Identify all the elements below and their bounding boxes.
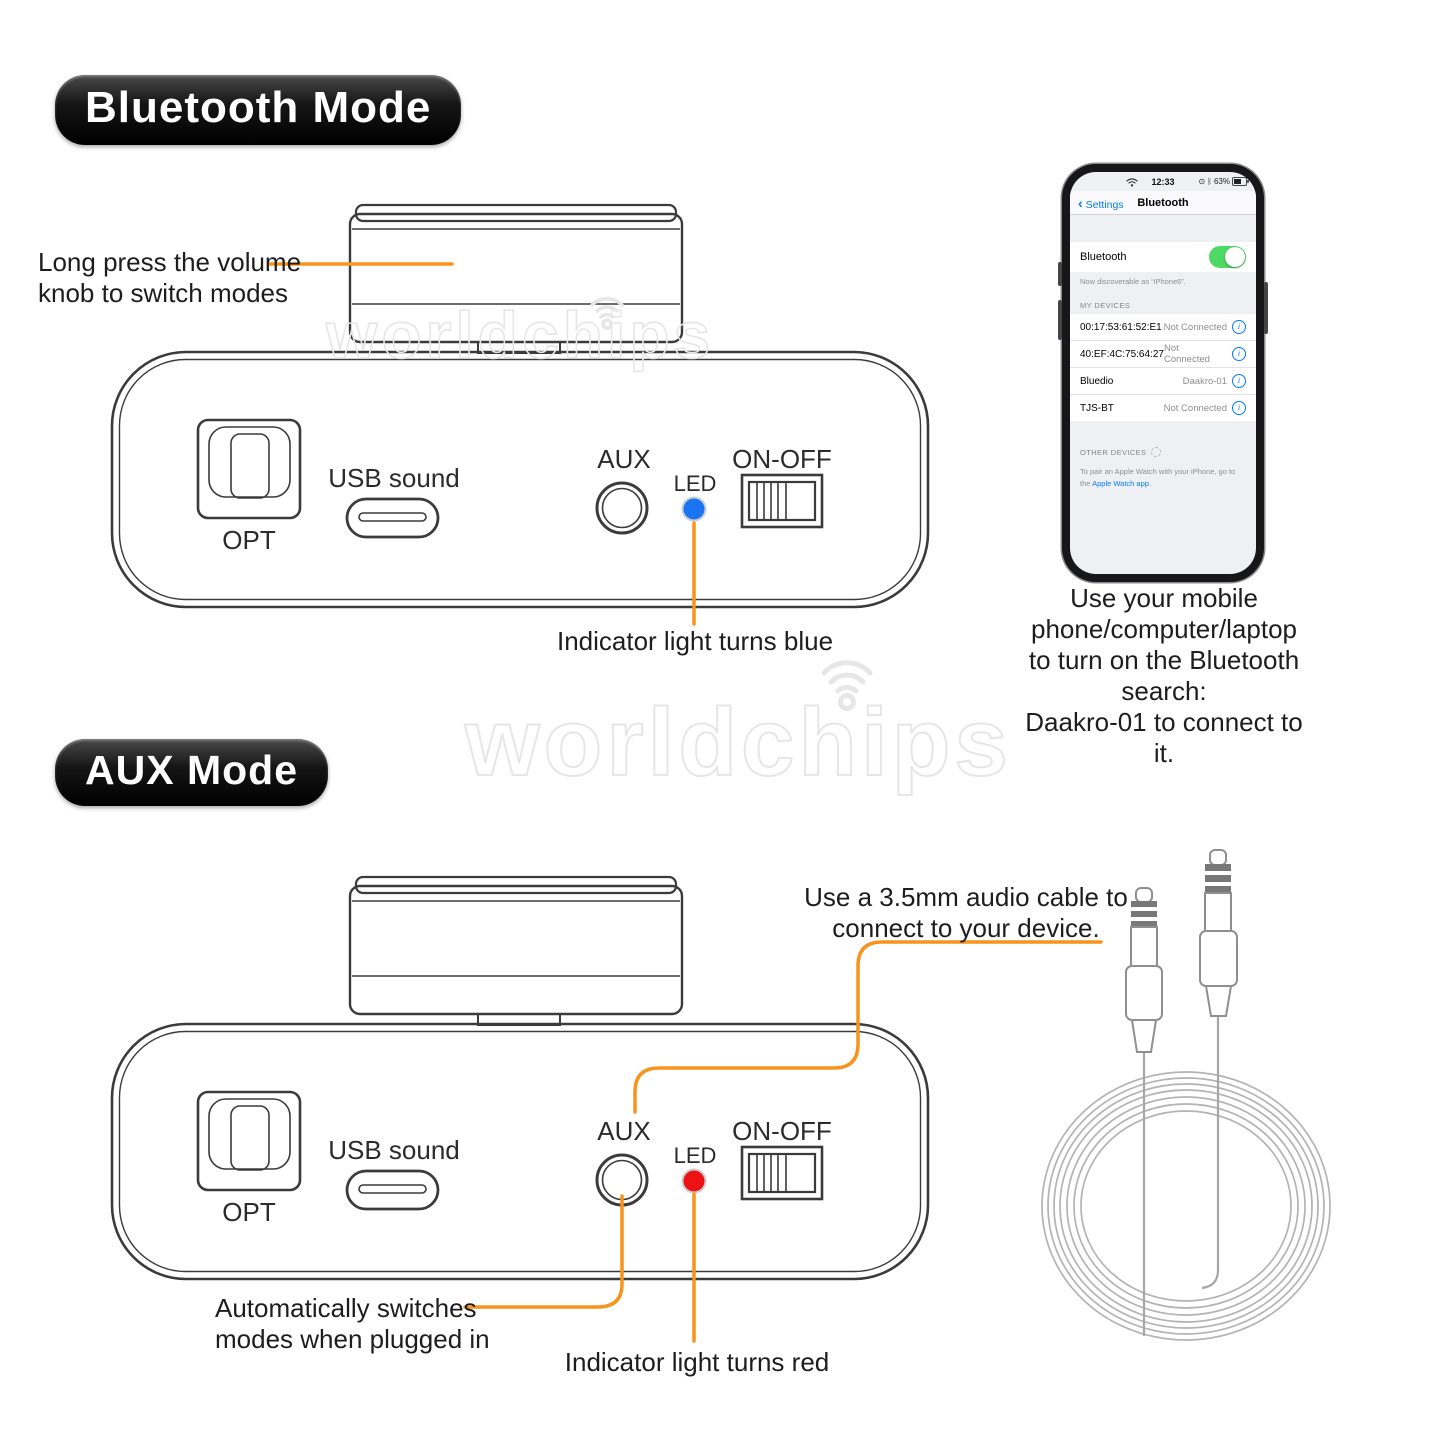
battery-icon — [1232, 177, 1249, 186]
status-bar: 12:33 63% — [1070, 172, 1256, 191]
my-devices-header: MY DEVICES — [1070, 295, 1256, 314]
jack-plug-right — [1199, 849, 1238, 1017]
jack-plug-left — [1125, 887, 1163, 1053]
bluetooth-toggle-label: Bluetooth — [1080, 251, 1127, 263]
pair-note-prefix: To pair an Apple Watch with your iPhone,… — [1080, 467, 1236, 488]
bluetooth-mode-badge: Bluetooth Mode — [55, 75, 462, 145]
device-status: Not Connected — [1163, 343, 1210, 365]
led-label-2: LED — [673, 1143, 717, 1168]
section-gap — [1070, 421, 1256, 441]
orientation-lock-icon — [1198, 177, 1205, 186]
device-row: 00:17:53:61:52:E1 Not Connected — [1070, 314, 1256, 340]
watermark-wifi-icon-mid — [821, 660, 873, 711]
phone-screen: 12:33 63% Settings Bluetooth Bluetooth N… — [1070, 172, 1256, 574]
device-name: TJS-BT — [1080, 402, 1114, 414]
aux-label-1: AUX — [597, 444, 651, 474]
auto-switch-note-line2: modes when plugged in — [215, 1324, 490, 1354]
volume-knob-note-line2: knob to switch modes — [38, 278, 289, 308]
discoverable-note: Now discoverable as “iPhone6”. — [1080, 277, 1186, 286]
power-label-1: ON-OFF — [732, 444, 832, 474]
annotation-lines — [268, 262, 1103, 1343]
aux-cable-note-line1: Use a 3.5mm audio cable to — [804, 882, 1128, 912]
wifi-icon — [1126, 178, 1138, 187]
page-title: Bluetooth — [1137, 197, 1189, 209]
info-icon — [1232, 374, 1246, 388]
other-devices-header-text: OTHER DEVICES — [1080, 447, 1147, 457]
indicator-blue-note: Indicator light turns blue — [556, 626, 834, 656]
phone-side-button — [1264, 282, 1268, 334]
back-button: Settings — [1078, 195, 1124, 211]
phone-caption-line1: Use your mobile phone/computer/laptop — [1031, 583, 1297, 644]
opt-label-1: OPT — [222, 525, 276, 555]
line-aux-auto — [463, 1194, 624, 1309]
device-row: 40:EF:4C:75:64:27 Not Connected — [1070, 340, 1256, 367]
phone-caption: Use your mobile phone/computer/laptop to… — [1024, 583, 1305, 769]
info-icon — [1232, 347, 1246, 361]
section-gap — [1070, 215, 1256, 242]
aux-cable-note-line2: connect to your device. — [832, 913, 1100, 943]
led-label-1: LED — [673, 471, 717, 496]
battery-percent: 63% — [1213, 177, 1230, 186]
blue-led-indicator — [681, 496, 707, 522]
bluetooth-status-icon — [1207, 177, 1212, 186]
volume-knob-note-line1: Long press the volume — [38, 247, 302, 277]
indicator-red-note: Indicator light turns red — [564, 1347, 830, 1377]
phone-mockup: 12:33 63% Settings Bluetooth Bluetooth N… — [1058, 164, 1268, 582]
watermark-wifi-icon-top — [590, 297, 624, 330]
volume-knob-note: Long press the volume knob to switch mod… — [38, 247, 301, 309]
device-status: Not Connected — [1163, 402, 1227, 414]
aux-mode-badge: AUX Mode — [55, 739, 328, 806]
nav-bar: Settings Bluetooth — [1070, 191, 1256, 215]
device-status: Not Connected — [1163, 321, 1227, 333]
cable-wire-right — [1201, 1016, 1220, 1290]
usb-label-2: USB sound — [328, 1135, 460, 1165]
line-aux-cable — [633, 940, 1103, 1114]
opt-label-2: OPT — [222, 1197, 276, 1227]
device-row: Bluedio Daakro-01 — [1070, 367, 1256, 394]
device-status: Daakro-01 — [1182, 375, 1227, 387]
info-icon — [1232, 320, 1246, 334]
apple-watch-app-link: Apple Watch app — [1092, 478, 1149, 488]
device-row: TJS-BT Not Connected — [1070, 394, 1256, 421]
status-time: 12:33 — [1151, 177, 1175, 187]
loading-spinner-icon — [1151, 447, 1162, 457]
device-name: 00:17:53:61:52:E1 — [1080, 321, 1162, 333]
audio-cable-illustration — [1041, 849, 1331, 1341]
receiver-device-bluetooth — [110, 203, 930, 609]
device-name: Bluedio — [1080, 375, 1114, 387]
auto-switch-note-line1: Automatically switches — [215, 1293, 477, 1323]
pair-note: To pair an Apple Watch with your iPhone,… — [1070, 461, 1256, 494]
power-label-2: ON-OFF — [732, 1116, 832, 1146]
info-icon — [1232, 401, 1246, 415]
phone-side-button — [1058, 300, 1062, 340]
bluetooth-toggle-row: Bluetooth — [1070, 242, 1256, 272]
aux-label-2: AUX — [597, 1116, 651, 1146]
phone-caption-line2: to turn on the Bluetooth search: — [1028, 645, 1300, 706]
status-icons: 63% — [1198, 177, 1249, 186]
pair-note-suffix: . — [1148, 478, 1152, 488]
aux-cable-note: Use a 3.5mm audio cable to connect to yo… — [804, 882, 1128, 944]
usb-label-1: USB sound — [328, 463, 460, 493]
phone-side-button — [1058, 262, 1062, 286]
other-devices-header: OTHER DEVICES — [1070, 441, 1256, 461]
phone-caption-line3: Daakro-01 to connect to it. — [1025, 707, 1303, 768]
my-devices-header-text: MY DEVICES — [1080, 301, 1131, 310]
device-list: 00:17:53:61:52:E1 Not Connected 40:EF:4C… — [1070, 314, 1256, 421]
auto-switch-note: Automatically switches modes when plugge… — [215, 1293, 490, 1355]
red-led-indicator — [681, 1168, 707, 1194]
bluetooth-toggle-switch — [1209, 246, 1246, 268]
device-name: 40:EF:4C:75:64:27 — [1080, 348, 1164, 360]
